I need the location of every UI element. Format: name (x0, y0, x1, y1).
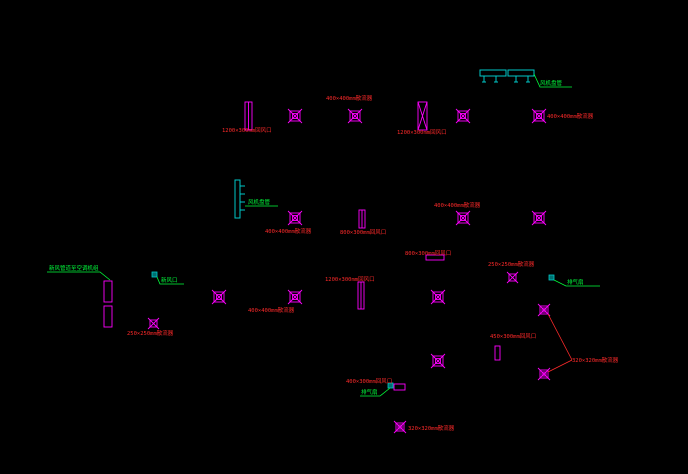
diffuser-16 (393, 420, 407, 434)
green-label-g2: 风机盘管 (248, 198, 271, 206)
diffuser-15 (537, 367, 551, 381)
diffuser-2 (347, 108, 363, 124)
label-l2: 1200×300mm回风口 (222, 127, 272, 134)
diffuser-5 (287, 210, 303, 226)
green-label-g6: 排气扇 (361, 388, 378, 396)
label-l3: 1200×300mm回风口 (397, 129, 447, 136)
label-l16: 320×320mm散流器 (408, 424, 455, 432)
label-l14: 320×320mm散流器 (572, 356, 619, 364)
grille-3 (358, 209, 366, 229)
diffuser-13 (147, 317, 160, 330)
label-l8: 800×300mm回风口 (405, 250, 451, 257)
diffuser-3 (455, 108, 471, 124)
fan-coil-unit-top-right (479, 69, 535, 83)
grille-4 (425, 254, 445, 261)
exhaust-fans (151, 271, 555, 389)
diffuser-11 (430, 353, 446, 369)
label-l6: 400×400mm散流器 (265, 227, 312, 235)
green-label-g3: 新风管道至空调机组 (49, 264, 99, 272)
grille-5 (357, 281, 365, 310)
grille-1 (244, 101, 253, 131)
grille-9 (393, 383, 406, 391)
label-l13: 450×300mm回风口 (490, 333, 536, 340)
green-labels: 风机盘管 风机盘管 新风管道至空调机组 新风口 排气扇 排气扇 (49, 79, 584, 396)
label-l11: 400×400mm散流器 (248, 306, 295, 314)
grille-7 (103, 305, 113, 328)
diffuser-4 (531, 108, 547, 124)
label-l1: 400×400mm散流器 (326, 94, 373, 102)
diffuser-1 (287, 108, 303, 124)
diffuser-7 (531, 210, 547, 226)
green-label-g1: 风机盘管 (540, 79, 563, 87)
label-l12: 250×250mm散流器 (127, 329, 174, 337)
label-l9: 1200×300mm回风口 (325, 276, 375, 283)
red-labels: 400×400mm散流器 1200×300mm回风口 1200×300mm回风口… (127, 94, 619, 432)
diffuser-6 (455, 210, 471, 226)
return-grilles (103, 101, 501, 391)
red-leaders (547, 313, 573, 373)
diffuser-12 (506, 271, 519, 284)
green-leaders (47, 271, 600, 397)
fan-coil-unit-left (234, 179, 245, 219)
green-label-g5: 排气扇 (567, 278, 584, 286)
diffuser-10 (430, 289, 446, 305)
label-l10: 250×250mm散流器 (488, 260, 535, 268)
green-label-g4: 新风口 (161, 276, 178, 284)
diffuser-9 (287, 289, 303, 305)
grille-2 (417, 101, 428, 131)
label-l7: 800×300mm回风口 (340, 229, 386, 236)
label-l4: 400×400mm散流器 (547, 112, 594, 120)
grille-6 (103, 280, 113, 303)
label-l5: 400×400mm散流器 (434, 201, 481, 209)
label-l15: 400×300mm回风口 (346, 378, 392, 385)
diffuser-8 (211, 289, 227, 305)
grille-8 (494, 345, 501, 361)
